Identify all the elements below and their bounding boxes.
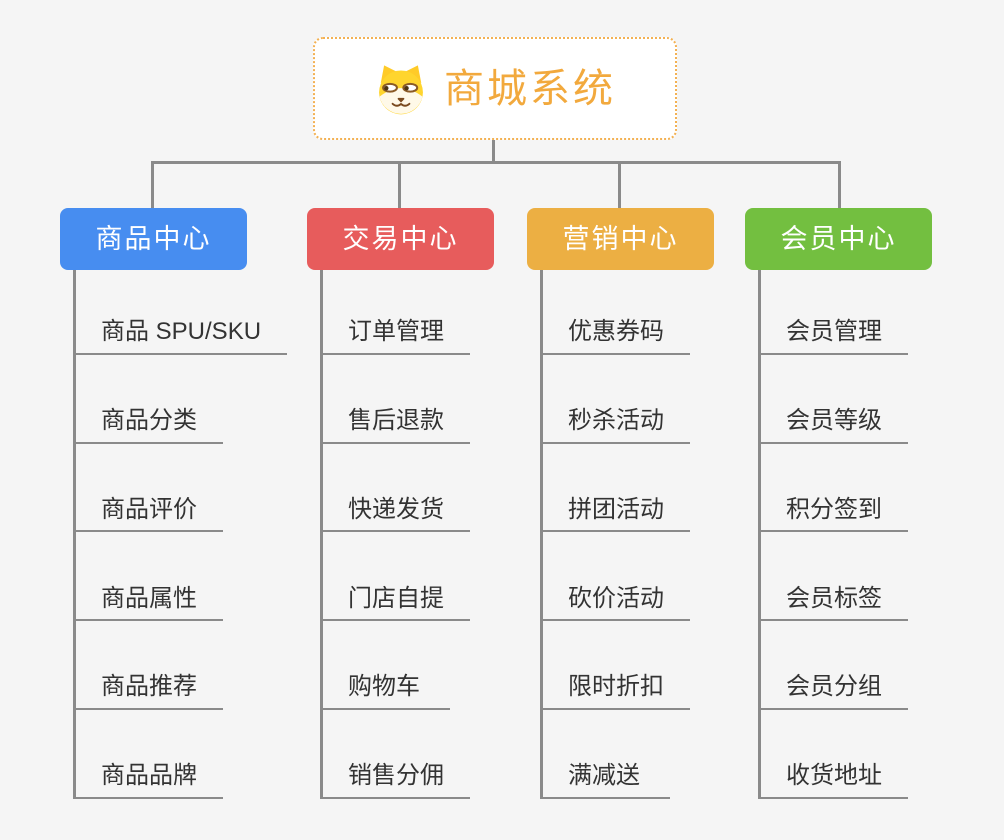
branch-header-trade-center[interactable]: 交易中心 — [307, 208, 494, 270]
branch-header-member-center[interactable]: 会员中心 — [745, 208, 932, 270]
branch-column: 交易中心 订单管理 售后退款 快递发货 门店自提 购物车 销售分佣 — [307, 208, 569, 808]
branch-leaves: 订单管理 售后退款 快递发货 门店自提 购物车 销售分佣 — [320, 266, 470, 799]
branch-leaves: 会员管理 会员等级 积分签到 会员标签 会员分组 收货地址 — [758, 266, 908, 799]
leaf-node-product-center-4[interactable]: 商品属性 — [73, 532, 223, 622]
branch-column: 商品中心 商品 SPU/SKU 商品分类 商品评价 商品属性 商品推荐 商品品牌 — [60, 208, 322, 808]
leaf-node-member-center-6[interactable]: 收货地址 — [758, 710, 908, 799]
connector-horizontal — [151, 161, 841, 164]
leaf-label: 满减送 — [568, 762, 640, 790]
branch-label: 商品中心 — [95, 223, 212, 254]
leaf-label: 购物车 — [348, 673, 420, 701]
leaf-node-trade-center-6[interactable]: 销售分佣 — [320, 710, 470, 799]
leaf-label: 商品 SPU/SKU — [101, 318, 262, 346]
branch-spine-line — [758, 270, 761, 799]
leaf-label: 积分签到 — [786, 495, 882, 523]
leaf-label: 门店自提 — [348, 584, 444, 612]
leaf-label: 商品推荐 — [101, 673, 197, 701]
leaf-label: 会员标签 — [786, 584, 882, 612]
leaf-label: 会员分组 — [786, 673, 882, 701]
leaf-node-member-center-2[interactable]: 会员等级 — [758, 355, 908, 444]
root-node[interactable]: 商城系统 — [313, 37, 677, 140]
leaf-node-product-center-6[interactable]: 商品品牌 — [73, 710, 223, 799]
leaf-label: 秒杀活动 — [568, 407, 664, 434]
leaf-node-marketing-center-1[interactable]: 优惠券码 — [540, 266, 690, 355]
leaf-label: 商品分类 — [101, 407, 197, 434]
leaf-node-marketing-center-6[interactable]: 满减送 — [540, 710, 670, 799]
leaf-label: 拼团活动 — [568, 495, 664, 523]
leaf-label: 优惠券码 — [568, 318, 664, 346]
leaf-label: 商品评价 — [101, 495, 197, 523]
leaf-label: 限时折扣 — [568, 673, 664, 701]
branch-column: 会员中心 会员管理 会员等级 积分签到 会员标签 会员分组 收货地址 — [745, 208, 1004, 808]
leaf-node-trade-center-5[interactable]: 购物车 — [320, 621, 450, 710]
leaf-node-product-center-2[interactable]: 商品分类 — [73, 355, 223, 444]
leaf-node-member-center-1[interactable]: 会员管理 — [758, 266, 908, 355]
branch-leaves: 优惠券码 秒杀活动 拼团活动 砍价活动 限时折扣 满减送 — [540, 266, 690, 799]
leaf-node-member-center-5[interactable]: 会员分组 — [758, 621, 908, 710]
leaf-node-member-center-4[interactable]: 会员标签 — [758, 532, 908, 622]
leaf-node-product-center-5[interactable]: 商品推荐 — [73, 621, 223, 710]
leaf-node-product-center-1[interactable]: 商品 SPU/SKU — [73, 266, 288, 355]
leaf-node-marketing-center-5[interactable]: 限时折扣 — [540, 621, 690, 710]
branch-spine-line — [540, 270, 543, 799]
branch-label: 交易中心 — [342, 223, 459, 254]
leaf-label: 会员管理 — [786, 318, 882, 346]
shiba-dog-icon — [374, 62, 428, 116]
leaf-label: 会员等级 — [786, 407, 882, 434]
leaf-node-marketing-center-2[interactable]: 秒杀活动 — [540, 355, 690, 444]
connector-drop-4 — [838, 161, 841, 208]
leaf-label: 收货地址 — [786, 762, 882, 790]
root-title: 商城系统 — [444, 66, 616, 111]
leaf-node-product-center-3[interactable]: 商品评价 — [73, 444, 223, 533]
leaf-node-member-center-3[interactable]: 积分签到 — [758, 444, 908, 533]
connector-drop-3 — [618, 161, 621, 208]
leaf-node-trade-center-3[interactable]: 快递发货 — [320, 444, 470, 533]
branch-header-product-center[interactable]: 商品中心 — [60, 208, 247, 270]
leaf-label: 砍价活动 — [568, 584, 664, 612]
leaf-node-marketing-center-4[interactable]: 砍价活动 — [540, 532, 690, 622]
leaf-label: 商品品牌 — [101, 762, 197, 790]
branch-column: 营销中心 优惠券码 秒杀活动 拼团活动 砍价活动 限时折扣 满减送 — [527, 208, 789, 808]
leaf-label: 订单管理 — [348, 318, 444, 346]
connector-root-stem — [492, 140, 495, 163]
connector-drop-1 — [151, 161, 154, 208]
branch-spine-line — [320, 270, 323, 799]
leaf-label: 商品属性 — [101, 584, 197, 612]
leaf-node-trade-center-2[interactable]: 售后退款 — [320, 355, 470, 444]
leaf-label: 售后退款 — [348, 407, 444, 434]
leaf-node-trade-center-1[interactable]: 订单管理 — [320, 266, 470, 355]
leaf-label: 销售分佣 — [348, 762, 444, 790]
leaf-label: 快递发货 — [348, 495, 444, 523]
branch-header-marketing-center[interactable]: 营销中心 — [527, 208, 714, 270]
connector-drop-2 — [398, 161, 401, 208]
leaf-node-trade-center-4[interactable]: 门店自提 — [320, 532, 470, 622]
branch-spine-line — [73, 270, 76, 799]
branch-label: 会员中心 — [780, 223, 897, 254]
branch-leaves: 商品 SPU/SKU 商品分类 商品评价 商品属性 商品推荐 商品品牌 — [73, 266, 288, 799]
branch-label: 营销中心 — [562, 223, 679, 254]
leaf-node-marketing-center-3[interactable]: 拼团活动 — [540, 444, 690, 533]
